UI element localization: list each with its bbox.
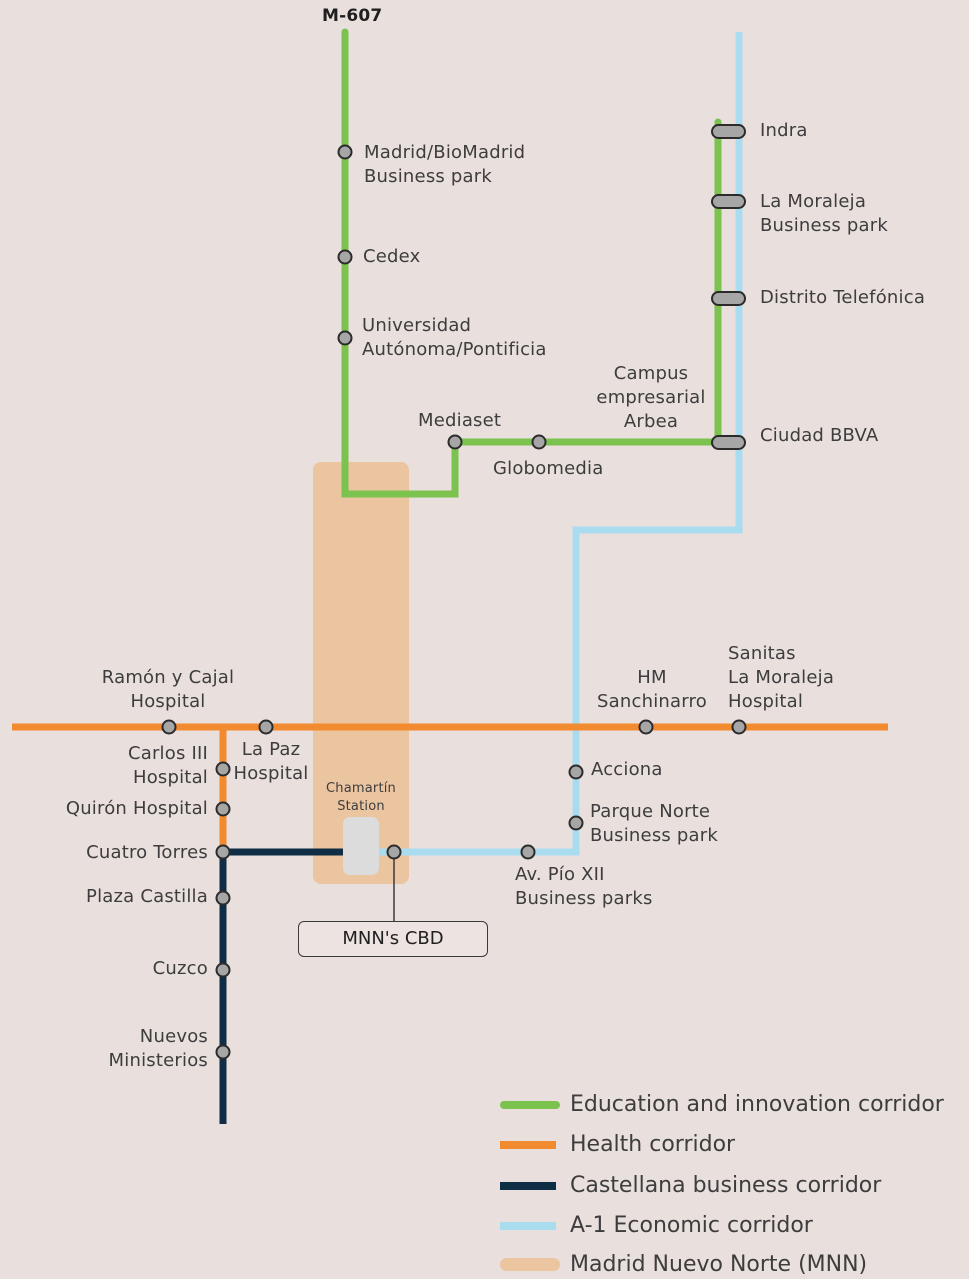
station-acciona — [568, 764, 584, 780]
station-cuzco — [215, 962, 231, 978]
label-nuevos-ministerios: Nuevos Ministerios — [108, 1026, 208, 1071]
label-hm-sanchinarro: HM Sanchinarro — [597, 667, 707, 712]
station-ciudad-bbva — [711, 435, 746, 450]
station-la-paz — [258, 719, 274, 735]
a1-corridor-line — [376, 32, 743, 856]
station-nuevos-ministerios — [215, 1044, 231, 1060]
station-av-pio-xii — [520, 844, 536, 860]
station-quiron — [215, 801, 231, 817]
station-ramon-y-cajal — [161, 719, 177, 735]
station-globomedia — [531, 434, 547, 450]
station-la-moraleja-bp — [711, 194, 746, 209]
station-mediaset — [447, 434, 463, 450]
legend-swatch-mnn — [500, 1258, 560, 1271]
label-quiron: Quirón Hospital — [65, 798, 208, 819]
road-label-m607: M-607 — [322, 6, 383, 26]
mnn-cbd-callout: MNN's CBD — [298, 921, 488, 957]
station-cuatro-torres — [215, 844, 231, 860]
station-parque-norte — [568, 815, 584, 831]
label-av-pio-xii: Av. Pío XII Business parks — [515, 864, 653, 909]
label-madrid-biomadrid: Madrid/BioMadrid Business park — [364, 142, 526, 187]
label-sanitas: Sanitas La Moraleja Hospital — [728, 643, 835, 712]
label-ciudad-bbva: Ciudad BBVA — [760, 425, 879, 446]
chamartin-station-block — [343, 817, 379, 875]
legend-swatch-a1 — [500, 1222, 556, 1230]
station-plaza-castilla — [215, 890, 231, 906]
station-carlos-iii — [215, 761, 231, 777]
legend-swatch-education — [500, 1101, 560, 1109]
label-cedex: Cedex — [363, 246, 421, 267]
legend-swatch-castellana — [500, 1182, 556, 1190]
mnn-area — [313, 462, 409, 884]
station-sanitas — [731, 719, 747, 735]
legend-label-castellana: Castellana business corridor — [570, 1173, 882, 1198]
label-acciona: Acciona — [591, 759, 663, 780]
label-la-moraleja-bp: La Moraleja Business park — [760, 191, 888, 236]
label-indra: Indra — [760, 120, 808, 141]
legend-label-mnn: Madrid Nuevo Norte (MNN) — [570, 1252, 868, 1277]
legend-label-education: Education and innovation corridor — [570, 1092, 944, 1117]
label-universidad: Universidad Autónoma/Pontificia — [362, 315, 547, 360]
legend-swatch-health — [500, 1141, 556, 1149]
label-la-paz: La Paz Hospital — [233, 739, 309, 784]
label-globomedia: Globomedia — [493, 458, 604, 479]
station-hm-sanchinarro — [638, 719, 654, 735]
label-chamartin-station: Chamartín Station — [325, 781, 396, 814]
education-corridor-line — [341, 28, 722, 498]
station-distrito-telefonica — [711, 291, 746, 306]
label-campus-arbea: Campus empresarial Arbea — [596, 363, 706, 432]
station-indra — [711, 124, 746, 139]
label-ramon-y-cajal: Ramón y Cajal Hospital — [101, 667, 235, 712]
legend-label-health: Health corridor — [570, 1132, 736, 1157]
station-madrid-biomadrid — [337, 144, 353, 160]
label-cuatro-torres: Cuatro Torres — [86, 842, 208, 863]
label-mediaset: Mediaset — [418, 410, 502, 431]
station-cedex — [337, 249, 353, 265]
station-mnn-cbd — [386, 844, 402, 860]
label-plaza-castilla: Plaza Castilla — [86, 886, 208, 907]
label-cuzco: Cuzco — [152, 958, 208, 979]
station-universidad — [337, 330, 353, 346]
label-carlos-iii: Carlos III Hospital — [127, 743, 208, 788]
label-distrito-telefonica: Distrito Telefónica — [760, 287, 926, 308]
legend-label-a1: A-1 Economic corridor — [570, 1213, 813, 1238]
label-parque-norte: Parque Norte Business park — [590, 801, 718, 846]
